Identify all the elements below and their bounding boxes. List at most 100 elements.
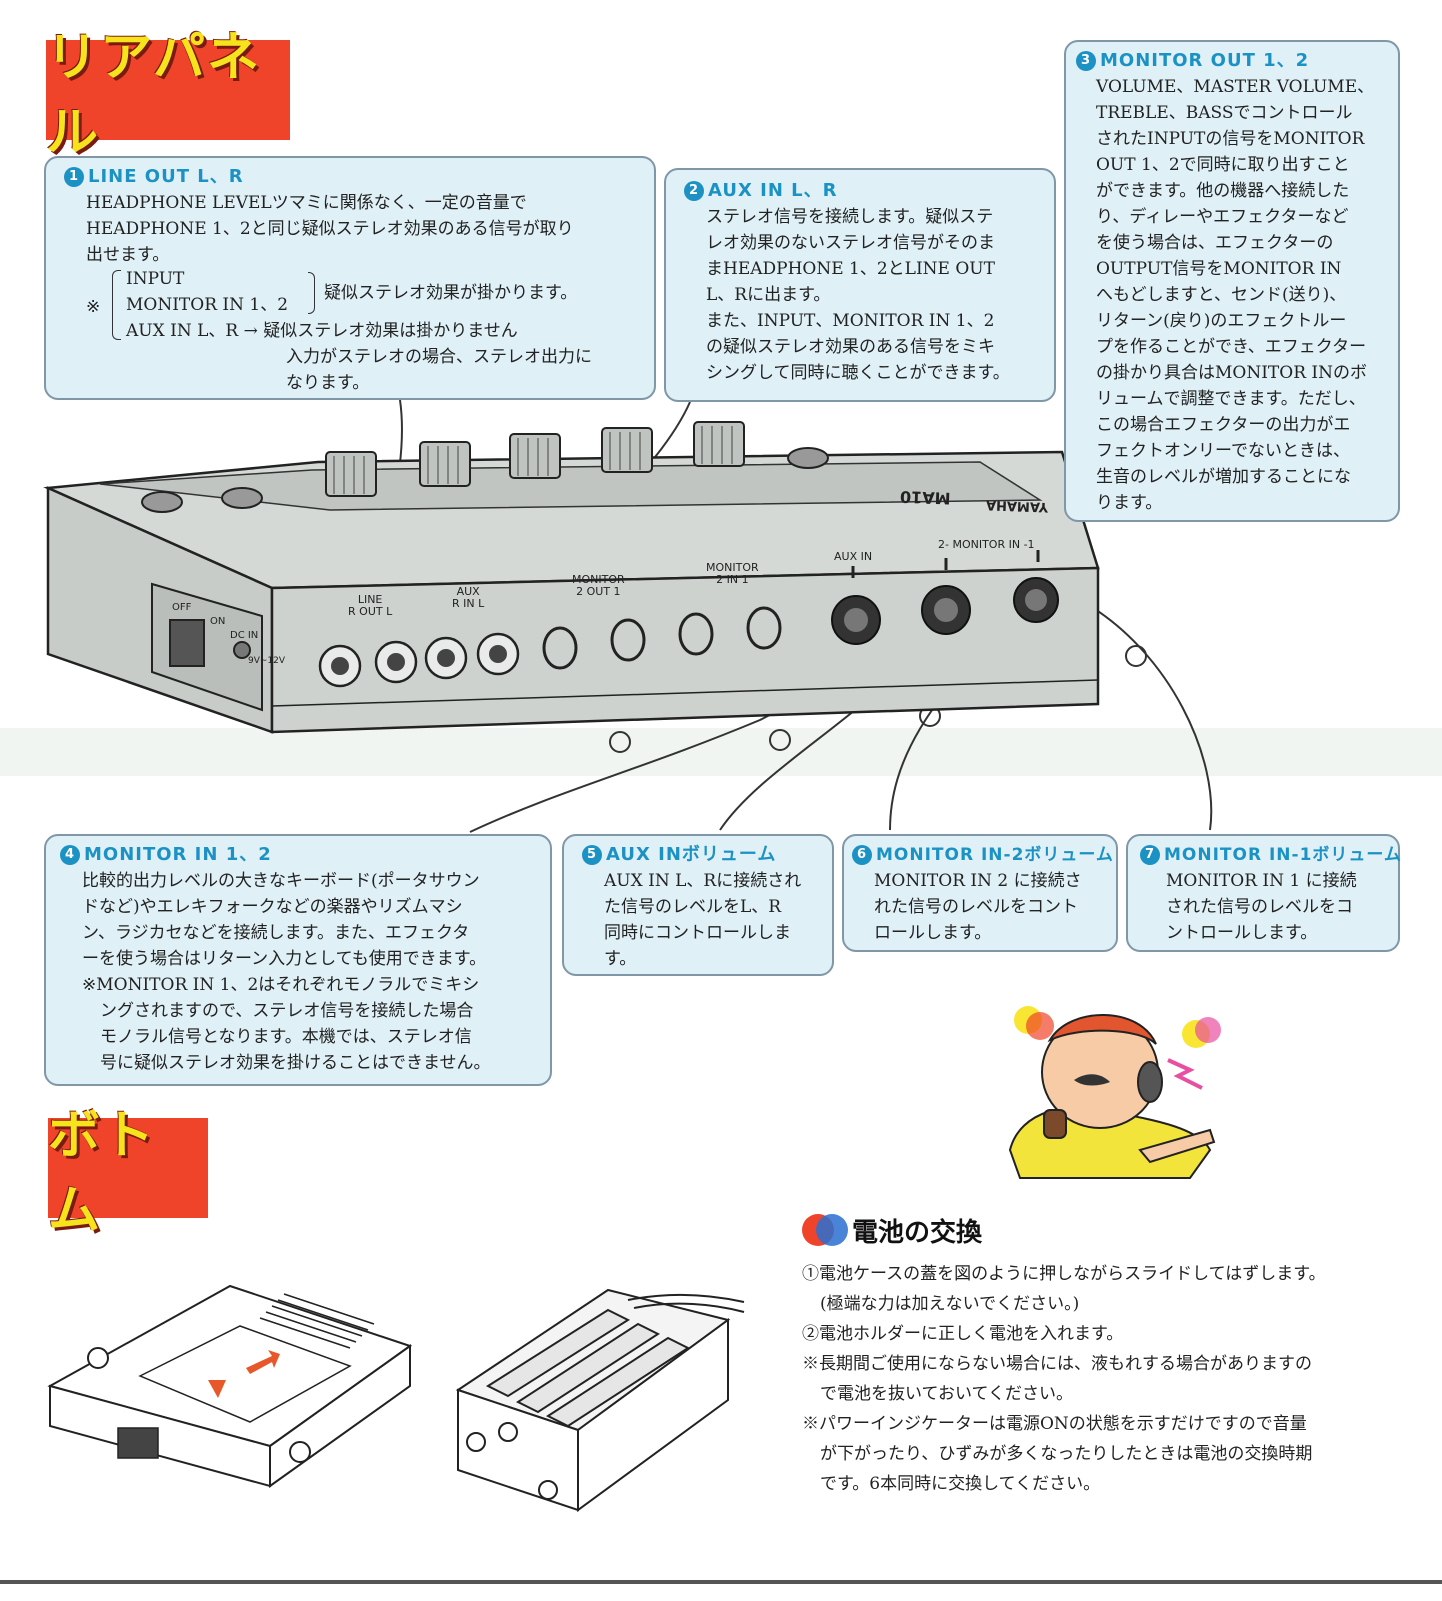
battery-section: 電池の交換 ①電池ケースの蓋を図のように押しながらスライドしてはずします。 (極… (802, 1212, 1412, 1499)
line-out-r: R (348, 605, 356, 618)
info-box-monitor-out-line: を使う場合は、エフェクターの (1096, 233, 1334, 253)
battery-instruction-line: です。6本同時に交換してください。 (820, 1474, 1101, 1494)
info-box-monitor-in: 4 MONITOR IN 1、2 比較的出力レベルの大きなキーボード(ポータサウ… (44, 834, 552, 1086)
info-box-monitor-in-2-volume-line: ロールします。 (874, 923, 992, 943)
number-badge-4: 4 (60, 845, 80, 865)
battery-instruction-line: ②電池ホルダーに正しく電池を入れます。 (802, 1324, 1124, 1344)
section-tag-bottom: ボトム (48, 1106, 208, 1241)
info-box-monitor-in-2-volume: 6 MONITOR IN-2ボリューム MONITOR IN 2 に接続さ れた… (842, 834, 1118, 952)
number-badge-1: 1 (64, 167, 84, 187)
section-tag-rear-panel-text: リアパネル (46, 28, 261, 163)
section-tag-rear-panel: リアパネル (46, 28, 290, 163)
page-bottom-rule (0, 1580, 1442, 1584)
info-box-monitor-out-title-text: MONITOR OUT 1、2 (1100, 50, 1310, 71)
info-box-monitor-in-1-volume: 7 MONITOR IN-1ボリューム MONITOR IN 1 に接続 された… (1126, 834, 1401, 952)
info-box-monitor-in-2-volume-line: MONITOR IN 2 に接続さ (874, 871, 1082, 891)
info-box-line-out-line-2: HEADPHONE 1、2と同じ疑似ステレオ効果のある信号が取り (86, 219, 574, 239)
info-box-monitor-in-title: 4 MONITOR IN 1、2 (60, 842, 542, 868)
battery-instruction-line: ※パワーインジケーターは電源ONの状態を示すだけですので音量 (802, 1414, 1307, 1434)
info-box-monitor-out-title: 3 MONITOR OUT 1、2 (1076, 48, 1392, 74)
info-box-line-out-line-3: 出せます。 (86, 245, 170, 265)
device-brand-label: YAMAHA (985, 496, 1049, 515)
info-box-aux-in-line: レオ効果のないステレオ信号がそのま (706, 233, 995, 253)
monitor-in-label-1: MONITOR (706, 561, 759, 574)
info-box-monitor-in-1-volume-title: 7 MONITOR IN-1ボリューム (1140, 842, 1401, 868)
device-model-label: MA10 (899, 487, 951, 508)
info-box-aux-in: 2 AUX IN L、R ステレオ信号を接続します。疑似ステ レオ効果のないステ… (664, 168, 1056, 402)
info-box-monitor-out-line: 生音のレベルが増加することにな (1096, 467, 1351, 487)
info-box-aux-in-title-text: AUX IN L、R (708, 180, 838, 201)
info-box-aux-in-line: L、Rに出ます。 (706, 285, 831, 305)
info-box-aux-in-line: の疑似ステレオ効果のある信号をミキ (706, 337, 995, 357)
info-box-line-out-note-c: AUX IN L、R → 疑似ステレオ効果は掛かりません (126, 321, 518, 341)
info-box-line-out-title-text: LINE OUT L、R (88, 166, 244, 187)
battery-instruction-line: で電池を抜いておいてください。 (820, 1384, 1073, 1404)
info-box-aux-in-line: まHEADPHONE 1、2とLINE OUT (706, 259, 995, 279)
info-box-monitor-in-line: 比較的出力レベルの大きなキーボード(ポータサウン (82, 871, 480, 891)
info-box-monitor-in-2-volume-line: れた信号のレベルをコント (874, 897, 1078, 917)
info-box-line-out-title: 1 LINE OUT L、R (64, 164, 640, 190)
info-box-monitor-out-line: リュームで調整できます。ただし、 (1096, 389, 1366, 409)
aux-in-label: AUX R IN L (452, 586, 484, 610)
aux-in-r: R (452, 597, 460, 610)
info-box-aux-in-title: 2 AUX IN L、R (684, 178, 1044, 204)
info-box-aux-in-line: また、INPUT、MONITOR IN 1、2 (706, 311, 995, 331)
line-out-label-1: LINE (357, 593, 383, 606)
monitor-out-label: MONITOR 2 OUT 1 (572, 574, 625, 598)
info-box-aux-in-volume: 5 AUX INボリューム AUX IN L、Rに接続され た信号のレベルをL、… (562, 834, 834, 976)
info-box-monitor-out-line: OUT 1、2で同時に取り出すこと (1096, 155, 1350, 175)
monitor-in-1: 1 (741, 573, 749, 586)
info-box-monitor-out-line: フェクトオンリーでないときは、 (1096, 441, 1350, 461)
info-box-monitor-out-line: り、ディレーやエフェクターなど (1096, 207, 1349, 227)
aux-in-volume-label: AUX IN (834, 550, 873, 563)
info-box-monitor-in-line: ーを使う場合はリターン入力としても使用できます。 (82, 949, 487, 969)
info-box-line-out: 1 LINE OUT L、R HEADPHONE LEVELツマミに関係なく、一… (44, 156, 656, 400)
number-badge-5: 5 (582, 845, 602, 865)
info-box-monitor-out-line: ります。 (1096, 493, 1163, 513)
info-box-monitor-out-line: プを作ることができ、エフェクター (1096, 337, 1367, 357)
info-box-aux-in-line: ステレオ信号を接続します。疑似ステ (706, 207, 994, 227)
info-box-monitor-in-line: モノラル信号となります。本機では、ステレオ信 (100, 1027, 472, 1047)
info-box-monitor-in-line: ※MONITOR IN 1、2はそれぞれモノラルでミキシ (82, 975, 480, 995)
dc-voltage-label: 9V~12V (248, 656, 286, 666)
info-box-aux-in-volume-line: 同時にコントロールしま (604, 923, 791, 943)
monitor-in-volume-label: 2- MONITOR IN -1 (938, 538, 1035, 551)
info-box-monitor-out-line: リターン(戻り)のエフェクトルー (1096, 311, 1347, 331)
switch-on-label: ON (210, 616, 226, 627)
dc-in-label: DC IN (230, 630, 259, 641)
note-brace-right (308, 272, 315, 314)
mixer-device (43, 421, 1100, 734)
info-box-monitor-in-title-text: MONITOR IN 1、2 (84, 844, 272, 865)
info-box-monitor-in-2-volume-title: 6 MONITOR IN-2ボリューム (852, 842, 1113, 868)
battery-instruction-line: ※長期間ご使用にならない場合には、液もれする場合がありますの (802, 1354, 1312, 1374)
battery-title: 電池の交換 (852, 1218, 983, 1248)
monitor-out-label-1: MONITOR (572, 573, 625, 586)
info-box-monitor-in-line: 号に疑似ステレオ効果を掛けることはできません。 (100, 1053, 491, 1073)
info-box-monitor-in-1-volume-line: ントロールします。 (1166, 923, 1318, 943)
monitor-out-label-2: OUT (586, 585, 611, 598)
battery-title-row: 電池の交換 (802, 1212, 1412, 1249)
info-box-monitor-in-1-volume-line: MONITOR IN 1 に接続 (1166, 871, 1357, 891)
monitor-out-1: 1 (613, 585, 621, 598)
info-box-line-out-line-1: HEADPHONE LEVELツマミに関係なく、一定の音量で (86, 193, 527, 213)
info-box-monitor-in-1-volume-line: された信号のレベルをコ (1166, 897, 1353, 917)
monitor-in-label-2: IN (726, 573, 739, 586)
aux-in-label-2: IN (463, 597, 475, 610)
info-box-monitor-in-line: ングされますので、ステレオ信号を接続した場合 (100, 1001, 474, 1021)
aux-in-l: L (478, 597, 485, 610)
monitor-in-label: MONITOR 2 IN 1 (706, 562, 759, 586)
aux-in-label-1: AUX (456, 585, 480, 598)
info-box-monitor-out-line: ができます。他の機器へ接続した (1096, 181, 1350, 201)
info-box-aux-in-line: シングして同時に聴くことができます。 (706, 363, 1010, 383)
info-box-monitor-in-1-volume-title-text: MONITOR IN-1ボリューム (1164, 845, 1402, 865)
number-badge-7: 7 (1140, 845, 1160, 865)
info-box-line-out-note-e: なります。 (286, 373, 370, 393)
battery-circles-icon (802, 1213, 848, 1248)
info-box-monitor-out-line: VOLUME、MASTER VOLUME、 (1096, 77, 1375, 97)
info-box-aux-in-volume-line: す。 (604, 949, 637, 969)
info-box-line-out-note-mark: ※ (86, 297, 101, 317)
line-out-l: L (386, 605, 393, 618)
battery-instruction-line: が下がったり、ひずみが多くなったりしたときは電池の交換時期 (820, 1444, 1313, 1464)
info-box-monitor-out-line: へもどしますと、センド(送り)、 (1096, 285, 1347, 305)
